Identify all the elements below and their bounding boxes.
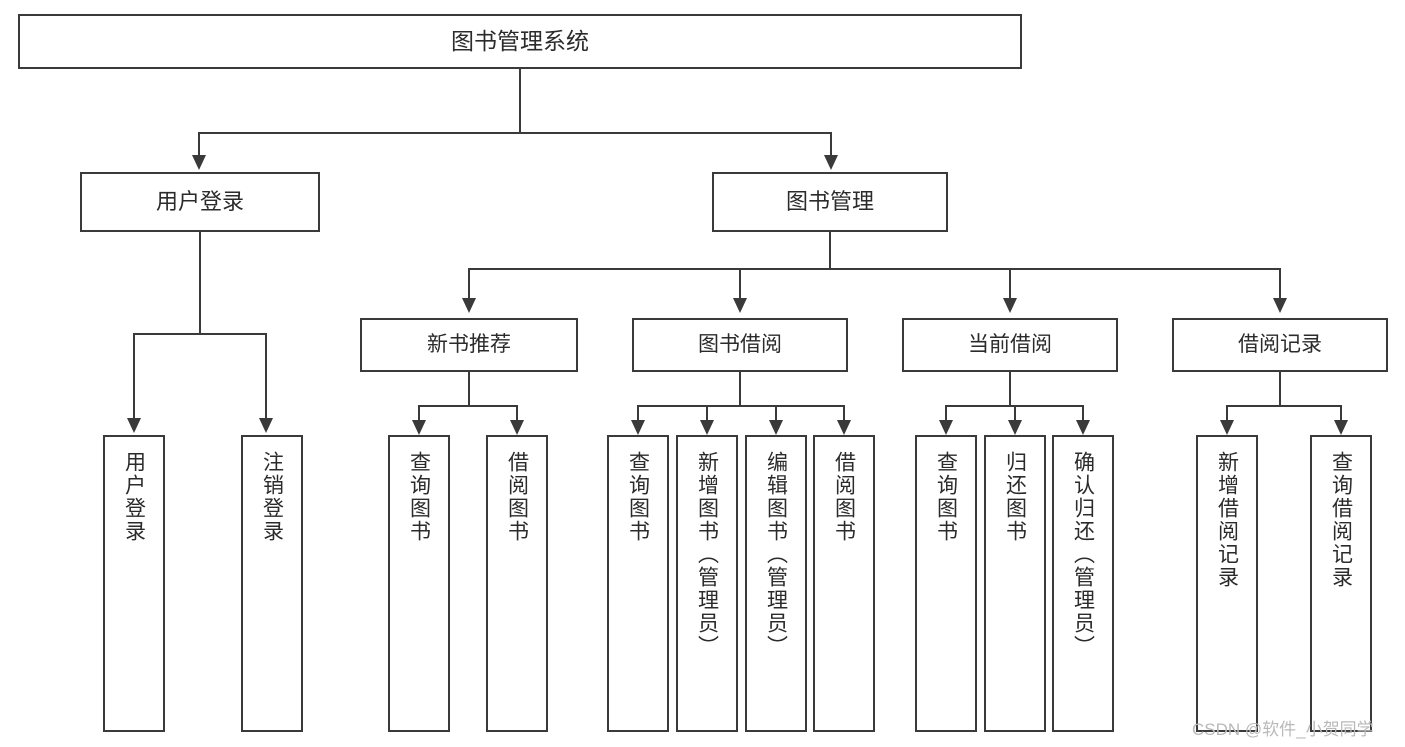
arrow-to-leaf-borrow-book-2	[837, 420, 851, 435]
connector-to-new-book	[468, 268, 470, 300]
connector-borrow-record-stem	[1279, 372, 1281, 406]
arrow-to-leaf-query-book-3	[939, 420, 953, 435]
node-root-system[interactable]: 图书管理系统	[18, 14, 1022, 69]
arrow-to-leaf-user-login	[127, 418, 141, 433]
connector-book-borrow-drop-3	[775, 405, 777, 422]
connector-new-book-drop-2	[516, 405, 518, 422]
connector-new-book-drop-1	[418, 405, 420, 422]
node-label: 新书推荐	[427, 332, 511, 356]
arrow-to-leaf-borrow-book-1	[510, 420, 524, 435]
node-label: 查询借阅记录	[1329, 451, 1353, 589]
arrow-to-user-login	[192, 155, 206, 170]
connector-borrow-record-bus	[1226, 405, 1342, 407]
node-current-borrow[interactable]: 当前借阅	[902, 318, 1118, 372]
connector-root-to-user-login	[198, 132, 200, 157]
node-label: 借阅图书	[505, 451, 529, 543]
connector-user-login-drop-2	[265, 333, 267, 420]
connector-current-borrow-drop-1	[945, 405, 947, 422]
node-label: 编辑图书（管理员）	[764, 451, 788, 658]
connector-new-book-bus	[418, 405, 518, 407]
leaf-query-borrow-record[interactable]: 查询借阅记录	[1310, 435, 1372, 732]
leaf-user-login[interactable]: 用户登录	[103, 435, 165, 732]
node-label: 查询图书	[934, 451, 958, 543]
connector-to-borrow-record	[1279, 268, 1281, 300]
arrow-to-book-borrow	[733, 298, 747, 313]
leaf-query-book-borrow[interactable]: 查询图书	[607, 435, 669, 732]
connector-user-login-drop-1	[133, 333, 135, 420]
arrow-to-leaf-add-record	[1220, 420, 1234, 435]
leaf-query-book-current[interactable]: 查询图书	[915, 435, 977, 732]
arrow-to-leaf-add-book	[700, 420, 714, 435]
node-label: 借阅图书	[832, 451, 856, 543]
node-label: 注销登录	[260, 451, 284, 543]
arrow-to-current-borrow	[1003, 298, 1017, 313]
leaf-confirm-return-admin[interactable]: 确认归还（管理员）	[1052, 435, 1114, 732]
arrow-to-new-book	[462, 298, 476, 313]
connector-user-login-stem	[199, 232, 201, 334]
connector-current-borrow-stem	[1009, 372, 1011, 406]
arrow-to-leaf-confirm-return	[1076, 420, 1090, 435]
arrow-to-leaf-query-record	[1334, 420, 1348, 435]
arrow-to-leaf-query-book-2	[631, 420, 645, 435]
arrow-to-book-manage	[824, 155, 838, 170]
node-label: 图书借阅	[698, 332, 782, 356]
connector-current-borrow-drop-2	[1014, 405, 1016, 422]
node-label: 新增图书（管理员）	[695, 451, 719, 658]
arrow-to-borrow-record	[1273, 298, 1287, 313]
arrow-to-leaf-query-book-1	[412, 420, 426, 435]
leaf-logout[interactable]: 注销登录	[241, 435, 303, 732]
node-borrow-record[interactable]: 借阅记录	[1172, 318, 1388, 372]
node-label: 用户登录	[122, 451, 146, 543]
node-label: 用户登录	[155, 189, 244, 215]
node-label: 新增借阅记录	[1215, 451, 1239, 589]
connector-book-borrow-drop-4	[843, 405, 845, 422]
node-book-management[interactable]: 图书管理	[712, 172, 948, 232]
node-label: 当前借阅	[968, 332, 1052, 356]
connector-user-login-bus	[133, 333, 267, 335]
connector-borrow-record-drop-2	[1340, 405, 1342, 422]
connector-book-borrow-drop-2	[706, 405, 708, 422]
leaf-borrow-book[interactable]: 借阅图书	[813, 435, 875, 732]
connector-borrow-record-drop-1	[1226, 405, 1228, 422]
connector-root-stem	[519, 69, 521, 133]
arrow-to-leaf-return-book	[1008, 420, 1022, 435]
leaf-borrow-book-recommend[interactable]: 借阅图书	[486, 435, 548, 732]
connector-to-book-borrow	[739, 268, 741, 300]
node-book-borrow[interactable]: 图书借阅	[632, 318, 848, 372]
node-label: 查询图书	[626, 451, 650, 543]
connector-to-current-borrow	[1009, 268, 1011, 300]
connector-current-borrow-drop-3	[1082, 405, 1084, 422]
connector-level3-bus	[468, 268, 1280, 270]
connector-book-borrow-bus	[637, 405, 845, 407]
arrow-to-leaf-logout	[259, 418, 273, 433]
connector-root-bus	[198, 132, 832, 134]
leaf-return-book[interactable]: 归还图书	[984, 435, 1046, 732]
connector-book-manage-stem	[829, 232, 831, 269]
node-label: 图书管理系统	[451, 27, 589, 54]
leaf-query-book-recommend[interactable]: 查询图书	[388, 435, 450, 732]
node-user-login[interactable]: 用户登录	[80, 172, 320, 232]
node-label: 确认归还（管理员）	[1071, 451, 1095, 658]
leaf-add-borrow-record[interactable]: 新增借阅记录	[1196, 435, 1258, 732]
leaf-add-book-admin[interactable]: 新增图书（管理员）	[676, 435, 738, 732]
arrow-to-leaf-edit-book	[769, 420, 783, 435]
connector-book-borrow-drop-1	[637, 405, 639, 422]
node-label: 借阅记录	[1238, 332, 1322, 356]
connector-book-borrow-stem	[739, 372, 741, 406]
connector-root-to-book-manage	[830, 132, 832, 157]
node-new-book-recommend[interactable]: 新书推荐	[360, 318, 578, 372]
node-label: 归还图书	[1003, 451, 1027, 543]
leaf-edit-book-admin[interactable]: 编辑图书（管理员）	[745, 435, 807, 732]
node-label: 查询图书	[407, 451, 431, 543]
connector-new-book-stem	[468, 372, 470, 406]
node-label: 图书管理	[785, 189, 874, 215]
